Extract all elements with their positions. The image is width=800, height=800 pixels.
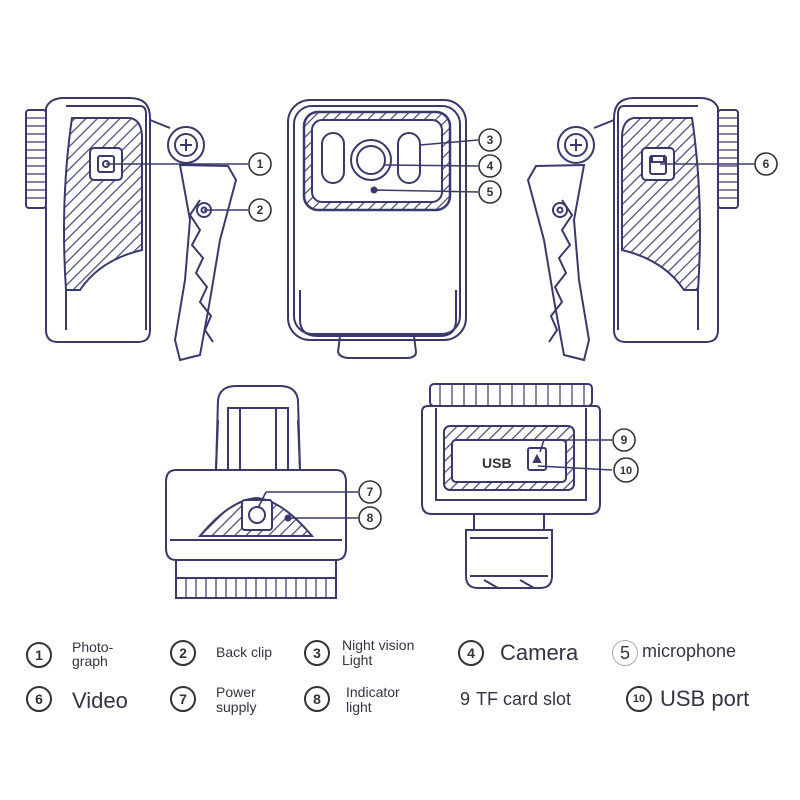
legend-label: Camera xyxy=(500,640,579,665)
top-view xyxy=(165,385,347,599)
legend-num: 8 xyxy=(304,686,330,712)
legend-label: microphone xyxy=(642,641,737,661)
legend-label: Video xyxy=(72,688,128,713)
bottom-view xyxy=(421,383,601,589)
left-side-view xyxy=(25,97,238,362)
legend-num-plain: 9 xyxy=(460,689,471,709)
callout-3 xyxy=(478,128,502,152)
legend-label-line1: Photo- xyxy=(72,639,114,655)
legend-label: USB port xyxy=(660,686,750,711)
callout-10 xyxy=(613,457,639,483)
usb-panel-text: USB xyxy=(482,455,512,471)
legend-num: 6 xyxy=(26,686,52,712)
legend-num: 5 xyxy=(612,640,638,666)
callout-9 xyxy=(612,428,636,452)
leader-lines xyxy=(106,139,754,519)
legend-label-line1: Indicator xyxy=(346,684,400,700)
callout-num-2: 2 xyxy=(257,203,264,217)
legend-label-line2: light xyxy=(346,699,372,715)
callout-num-10: 10 xyxy=(620,465,632,477)
callout-6 xyxy=(754,152,778,176)
callout-4 xyxy=(478,154,502,178)
callout-num-1: 1 xyxy=(257,157,264,171)
legend-label-line2: Light xyxy=(342,652,373,668)
legend-label: TF card slot xyxy=(476,689,572,709)
legend-label-line2: graph xyxy=(72,653,108,669)
callout-2 xyxy=(248,198,272,222)
callout-num-4: 4 xyxy=(487,159,494,173)
legend-label-line1: Night vision xyxy=(342,637,415,653)
right-side-view xyxy=(526,97,739,362)
device-diagram: 1 2 3 4 5 6 7 8 9 10 USB xyxy=(25,97,778,599)
callout-num-8: 8 xyxy=(367,511,374,525)
front-view xyxy=(287,99,467,359)
legend-num: 4 xyxy=(458,640,484,666)
callout-5 xyxy=(478,180,502,204)
callout-num-6: 6 xyxy=(763,157,770,171)
callout-num-3: 3 xyxy=(487,133,494,147)
legend-label: Back clip xyxy=(216,644,273,660)
legend-label-line2: supply xyxy=(216,699,257,715)
callout-8 xyxy=(358,506,382,530)
legend-num: 2 xyxy=(170,640,196,666)
callouts xyxy=(248,128,778,530)
callout-7 xyxy=(358,480,382,504)
legend-num: 1 xyxy=(26,642,52,668)
legend-num: 10 xyxy=(626,686,652,712)
legend-label-line1: Power xyxy=(216,684,256,700)
callout-num-5: 5 xyxy=(487,185,494,199)
callout-1 xyxy=(248,152,272,176)
callout-num-9: 9 xyxy=(621,433,628,447)
callout-num-7: 7 xyxy=(367,485,374,499)
legend-num: 3 xyxy=(304,640,330,666)
legend-num: 7 xyxy=(170,686,196,712)
